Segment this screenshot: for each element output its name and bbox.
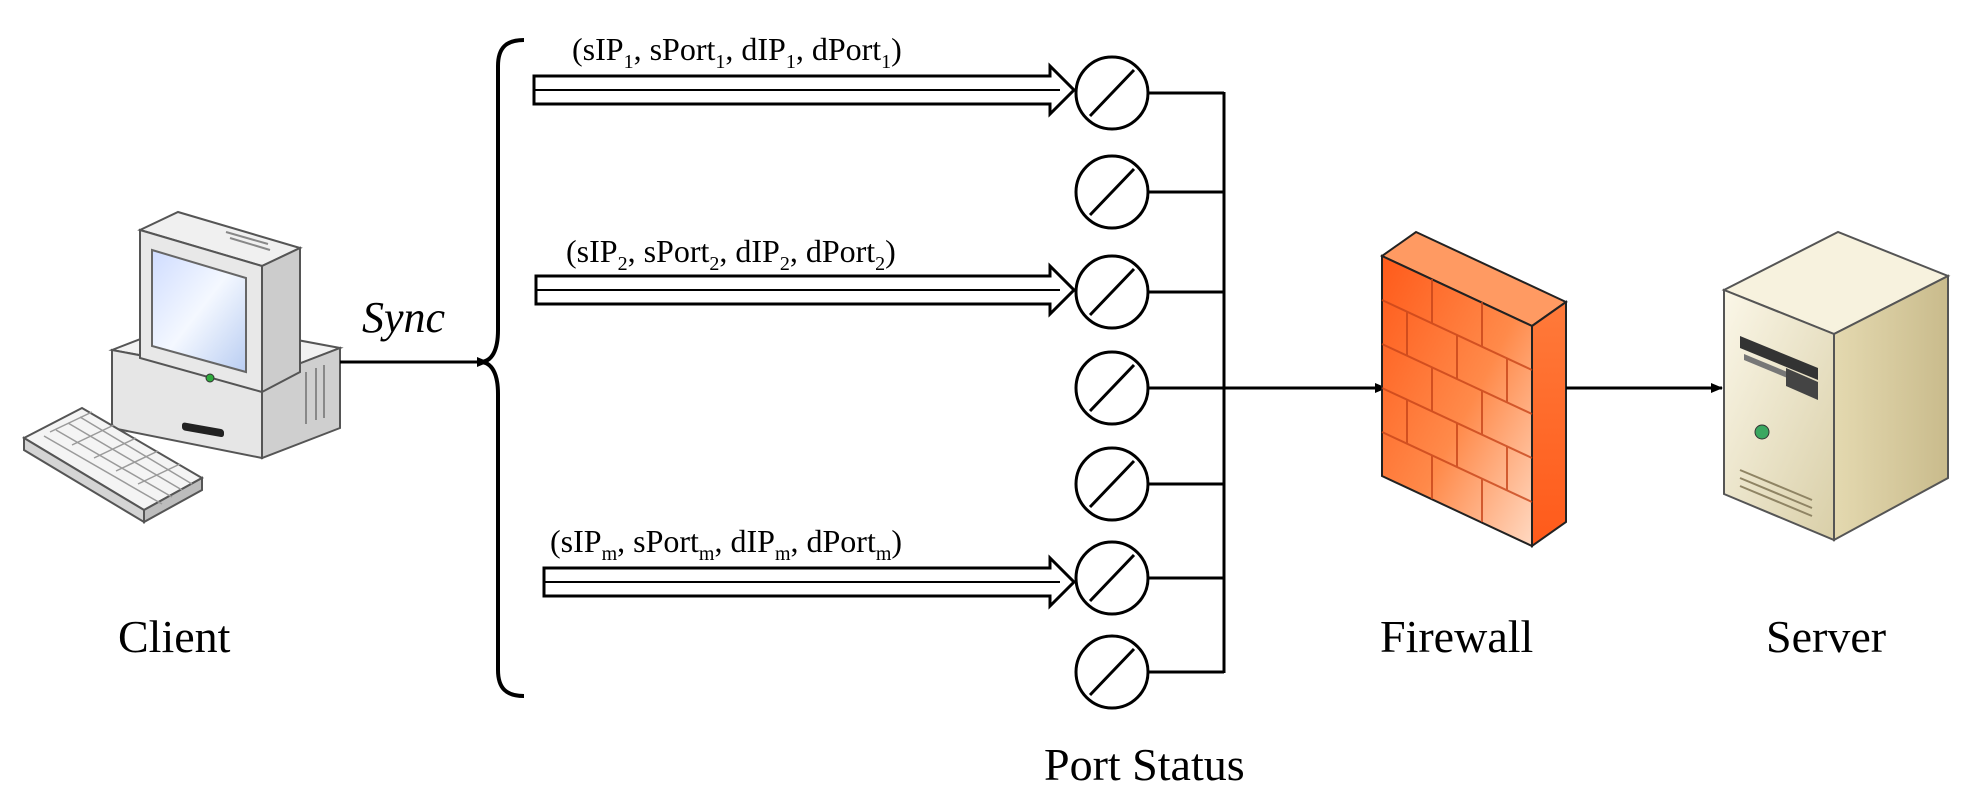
double-arrow-m [542, 554, 1077, 610]
blocked-port-icon [1074, 350, 1150, 426]
svg-text:(sIP2, sPort2, dIP2, dPort2): (sIP2, sPort2, dIP2, dPort2) [566, 233, 896, 275]
double-arrow-1 [532, 62, 1077, 118]
double-arrow-2 [534, 262, 1077, 318]
svg-text:(sIP1, sPort1, dIP1, dPort1): (sIP1, sPort1, dIP1, dPort1) [572, 31, 902, 73]
blocked-port-icon [1074, 154, 1150, 230]
computer-icon [21, 210, 344, 524]
port-status-label: Port Status [1044, 739, 1245, 790]
client-label: Client [118, 611, 231, 662]
blocked-port-icon [1074, 55, 1150, 131]
blocked-port-icon [1074, 446, 1150, 522]
server-label: Server [1766, 611, 1886, 662]
blocked-port-icon [1074, 540, 1150, 616]
firewall-label: Firewall [1380, 611, 1533, 662]
brick-wall-icon [1380, 230, 1568, 548]
blocked-port-icon [1074, 254, 1150, 330]
sync-label: Sync [362, 293, 446, 342]
port-bus [1148, 91, 1226, 674]
port-status-group [1074, 55, 1150, 710]
curly-brace [479, 38, 525, 698]
tuple-label-2: (sIP2, sPort2, dIP2, dPort2) [566, 233, 896, 275]
blocked-port-icon [1074, 634, 1150, 710]
server-tower-icon [1721, 230, 1951, 542]
tuple-label-1: (sIP1, sPort1, dIP1, dPort1) [572, 31, 902, 73]
svg-text:(sIPm, sPortm, dIPm, dPortm): (sIPm, sPortm, dIPm, dPortm) [550, 523, 902, 565]
tuple-label-m: (sIPm, sPortm, dIPm, dPortm) [550, 523, 902, 565]
